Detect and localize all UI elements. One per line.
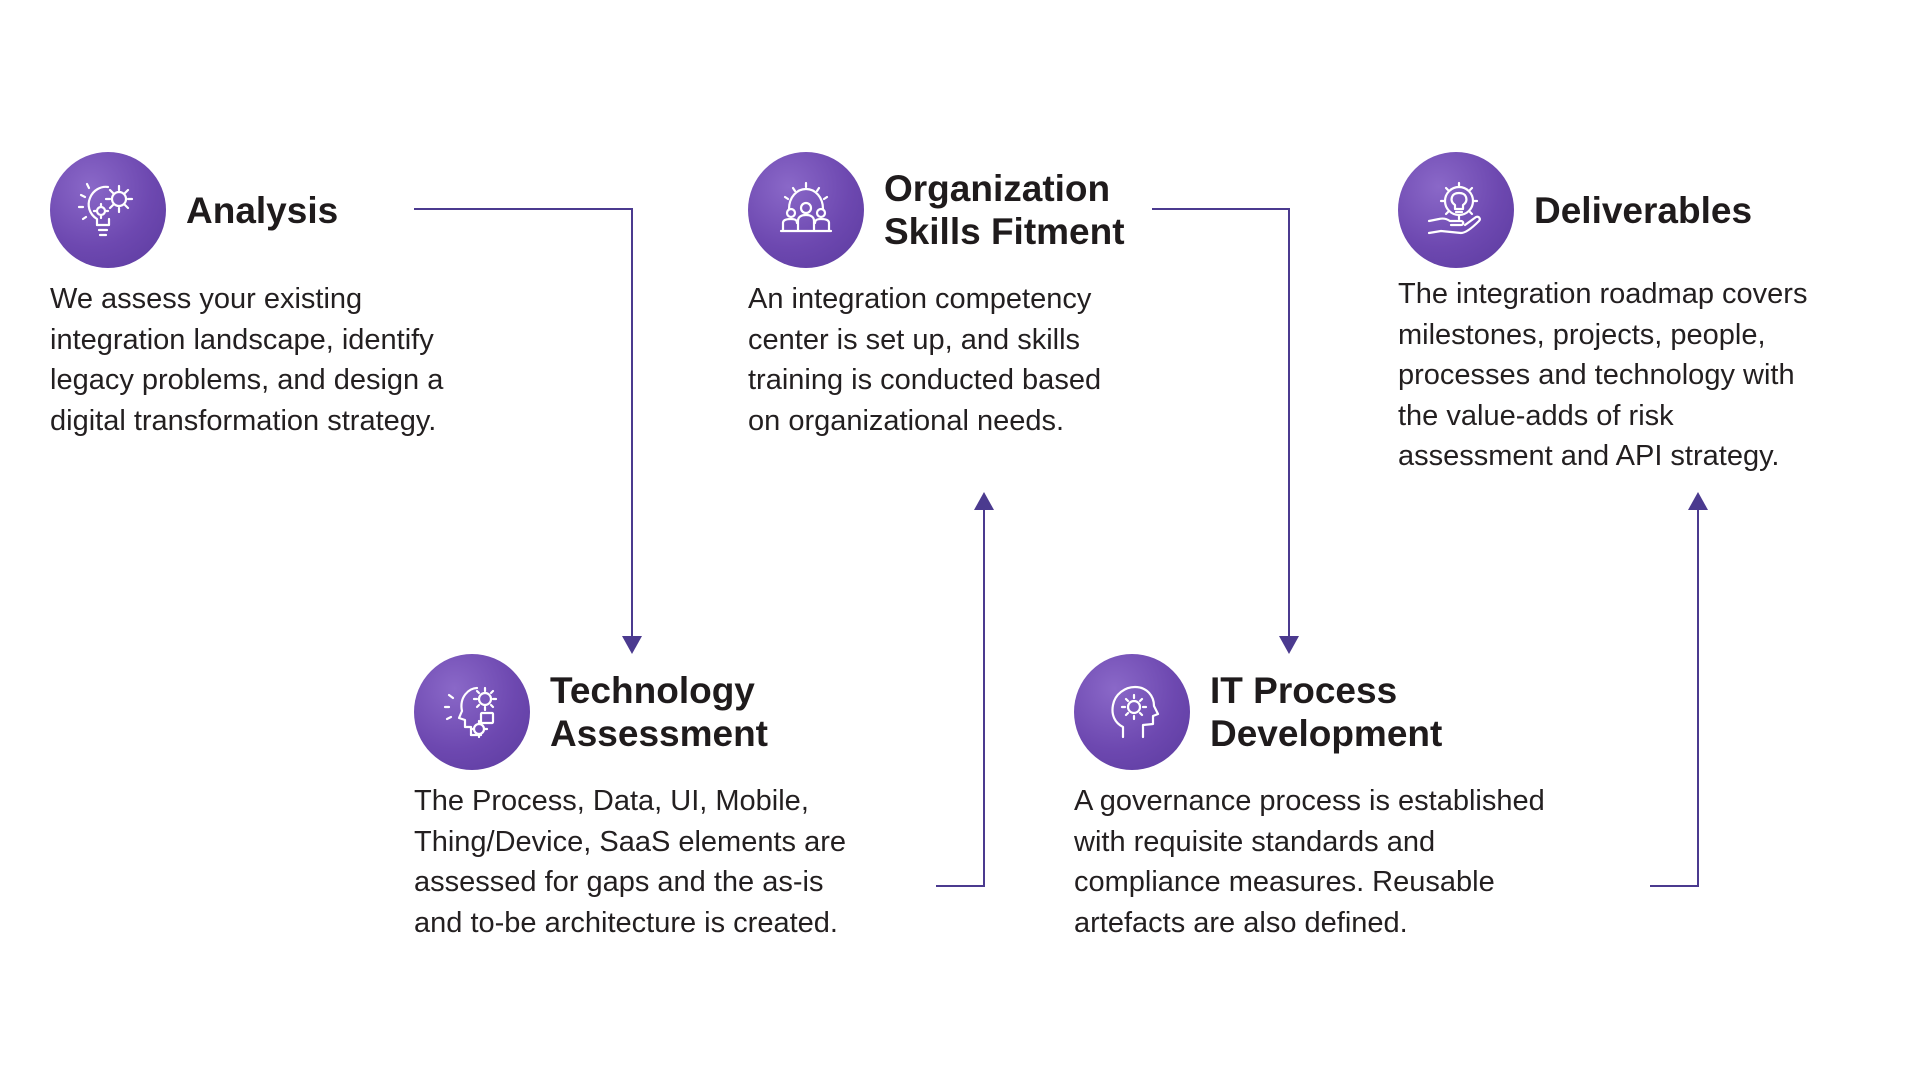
step-organization-title-line: Organization — [884, 168, 1111, 209]
step-itprocess-header: IT Process Development — [1074, 653, 1442, 771]
description-line: the value-adds of risk — [1398, 399, 1674, 432]
step-technology-header: Technology Assessment — [414, 653, 768, 771]
description-line: compliance measures. Reusable — [1074, 866, 1495, 898]
description-line: An integration competency — [748, 283, 1092, 315]
step-analysis-description: We assess your existing integration land… — [50, 279, 443, 441]
step-itprocess-description: A governance process is established with… — [1074, 781, 1545, 943]
description-line: integration landscape, identify — [50, 323, 434, 356]
step-itprocess-title-line: IT Process — [1210, 670, 1398, 711]
step-deliverables-description: The integration roadmap covers milestone… — [1398, 274, 1807, 477]
description-line: training is conducted based — [748, 364, 1102, 396]
step-organization-title: Organization Skills Fitment — [884, 167, 1125, 253]
description-line: artefacts are also defined. — [1074, 906, 1408, 939]
description-line: The integration roadmap covers — [1398, 278, 1808, 310]
description-line: legacy problems, and design a — [50, 364, 444, 396]
step-itprocess-title: IT Process Development — [1210, 669, 1442, 755]
step-itprocess-title-line: Development — [1210, 713, 1443, 754]
hand-gear-bulb-icon — [1398, 152, 1514, 268]
description-line: milestones, projects, people, — [1398, 318, 1766, 351]
description-line: on organizational needs. — [748, 404, 1065, 437]
connector-itprocess-to-deliverables — [1650, 492, 1708, 887]
description-line: center is set up, and skills — [748, 323, 1081, 356]
step-technology-title-line: Assessment — [550, 713, 769, 754]
description-line: The Process, Data, UI, Mobile, — [414, 785, 809, 817]
connector-analysis-to-technology — [414, 208, 642, 654]
description-line: and to-be architecture is created. — [414, 906, 838, 939]
connector-technology-to-organization — [936, 492, 994, 887]
description-line: processes and technology with — [1398, 359, 1795, 391]
connector-organization-to-itprocess — [1152, 208, 1299, 654]
description-line: assessment and API strategy. — [1398, 440, 1780, 472]
step-organization-title-line: Skills Fitment — [884, 211, 1125, 252]
description-line: Thing/Device, SaaS elements are — [414, 825, 846, 858]
description-line: We assess your existing — [50, 283, 363, 315]
step-organization-header: Organization Skills Fitment — [748, 151, 1125, 269]
description-line: with requisite standards and — [1074, 825, 1436, 858]
head-gear-icon — [1074, 654, 1190, 770]
step-deliverables-title: Deliverables — [1534, 189, 1752, 232]
description-line: A governance process is established — [1074, 785, 1545, 817]
step-technology-description: The Process, Data, UI, Mobile, Thing/Dev… — [414, 781, 846, 943]
description-line: assessed for gaps and the as-is — [414, 866, 824, 898]
step-technology-title-line: Technology — [550, 670, 755, 711]
step-analysis-title-line: Analysis — [186, 189, 339, 231]
step-deliverables-title-line: Deliverables — [1534, 189, 1753, 231]
step-technology-title: Technology Assessment — [550, 669, 768, 755]
head-gears-icon — [414, 654, 530, 770]
step-analysis-header: Analysis — [50, 151, 338, 269]
step-deliverables-header: Deliverables — [1398, 151, 1752, 269]
description-line: digital transformation strategy. — [50, 404, 437, 437]
step-analysis-title: Analysis — [186, 189, 338, 232]
step-organization-description: An integration competency center is set … — [748, 279, 1101, 441]
team-gear-icon — [748, 152, 864, 268]
bulb-gear-icon — [50, 152, 166, 268]
